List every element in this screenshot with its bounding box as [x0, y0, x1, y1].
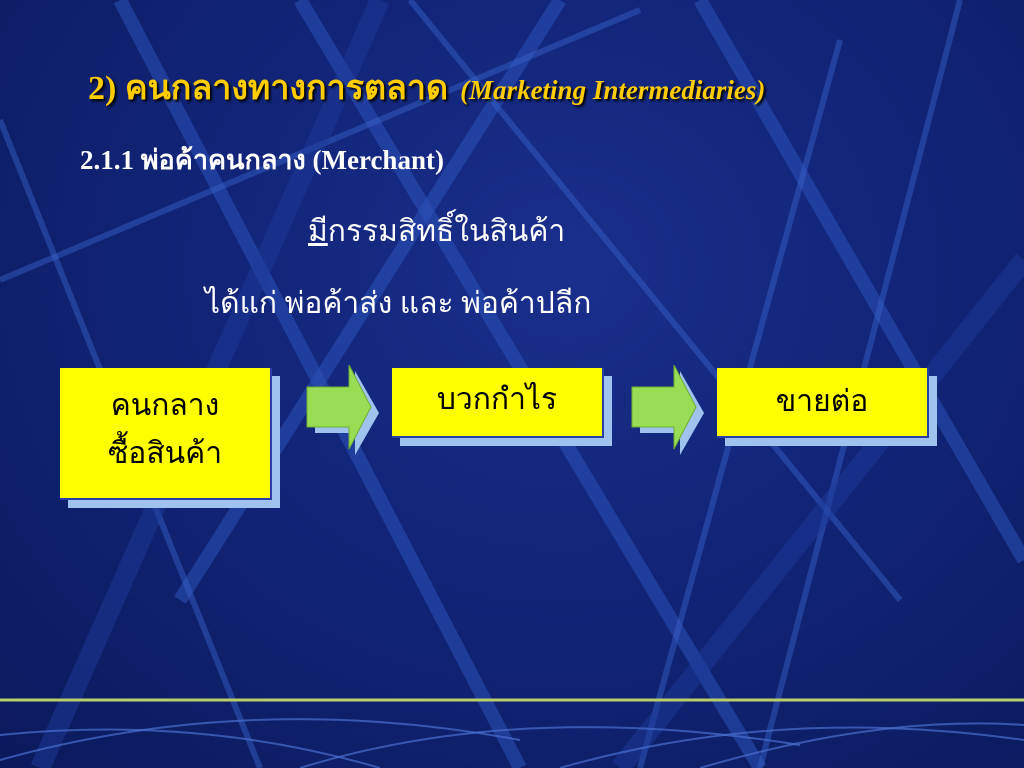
flow-box-buy-line1: คนกลาง — [110, 389, 220, 422]
slide-title: 2) คนกลางทางการตลาด (Marketing Intermedi… — [88, 60, 765, 114]
flow-arrow-1 — [306, 365, 379, 455]
flow-box-buy: คนกลาง ซื้อสินค้า — [60, 368, 272, 500]
flow-box-resell: ขายต่อ — [717, 368, 929, 438]
flow-box-buy-line2: ซื้อสินค้า — [107, 437, 223, 470]
subheading: 2.1.1 พ่อค้าคนกลาง (Merchant) — [80, 145, 444, 175]
title-thai: 2) คนกลางทางการตลาด — [88, 70, 449, 107]
title-english: (Marketing Intermediaries) — [460, 75, 766, 105]
ownership-underlined: มี — [308, 215, 328, 248]
examples-text: ได้แก่ พ่อค้าส่ง และ พ่อค้าปลีก — [205, 287, 592, 320]
flow-box-profit: บวกกำไร — [392, 368, 604, 438]
flow-arrow-2 — [631, 365, 704, 455]
ownership-text: มีกรรมสิทธิ์ในสินค้า — [308, 208, 565, 255]
ownership-rest: กรรมสิทธิ์ในสินค้า — [327, 215, 566, 248]
